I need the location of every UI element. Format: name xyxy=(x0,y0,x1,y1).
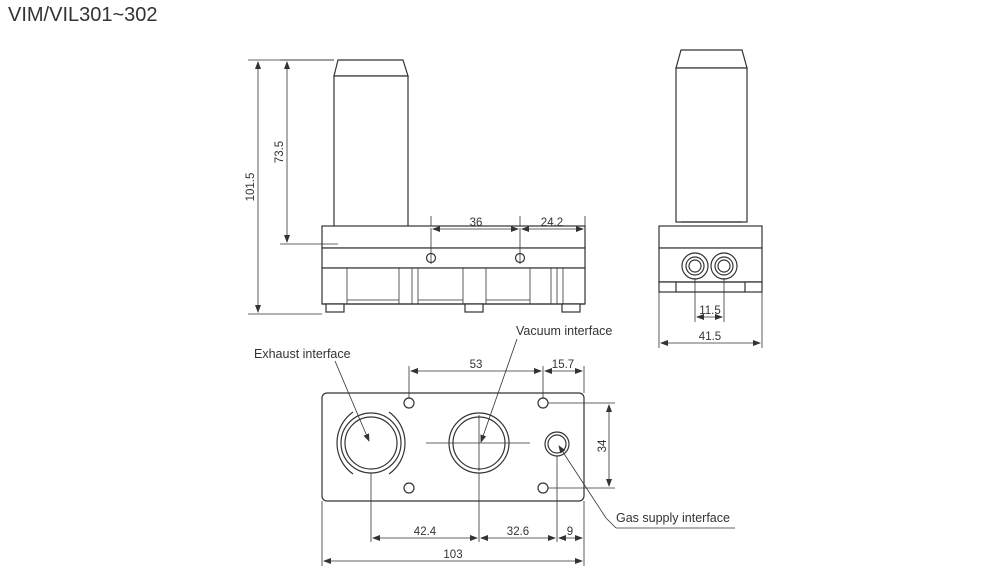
dim-15-7: 15.7 xyxy=(552,359,574,371)
bottom-view xyxy=(321,392,585,502)
vacuum-interface-label: Vacuum interface xyxy=(516,324,612,338)
dim-103: 103 xyxy=(443,549,462,561)
side-view-dimensions xyxy=(658,278,763,348)
dim-24-2: 24.2 xyxy=(541,217,563,229)
front-view-dimensions xyxy=(248,59,586,315)
gas-supply-interface-label: Gas supply interface xyxy=(616,511,730,525)
dim-41-5: 41.5 xyxy=(699,331,721,343)
dim-73-5: 73.5 xyxy=(274,141,286,163)
exhaust-interface-label: Exhaust interface xyxy=(254,347,351,361)
dim-53: 53 xyxy=(470,359,483,371)
dim-36: 36 xyxy=(470,217,483,229)
dim-34: 34 xyxy=(597,439,609,452)
dim-32-6: 32.6 xyxy=(507,526,529,538)
dim-101-5: 101.5 xyxy=(245,173,257,202)
dim-42-4: 42.4 xyxy=(414,526,437,538)
bottom-view-dimensions xyxy=(321,366,615,566)
dim-11-5: 11.5 xyxy=(699,305,721,317)
front-view xyxy=(321,59,586,313)
side-view xyxy=(658,49,763,293)
dim-9: 9 xyxy=(567,526,573,538)
page-title: VIM/VIL301~302 xyxy=(8,4,158,26)
leader-lines xyxy=(334,338,735,529)
